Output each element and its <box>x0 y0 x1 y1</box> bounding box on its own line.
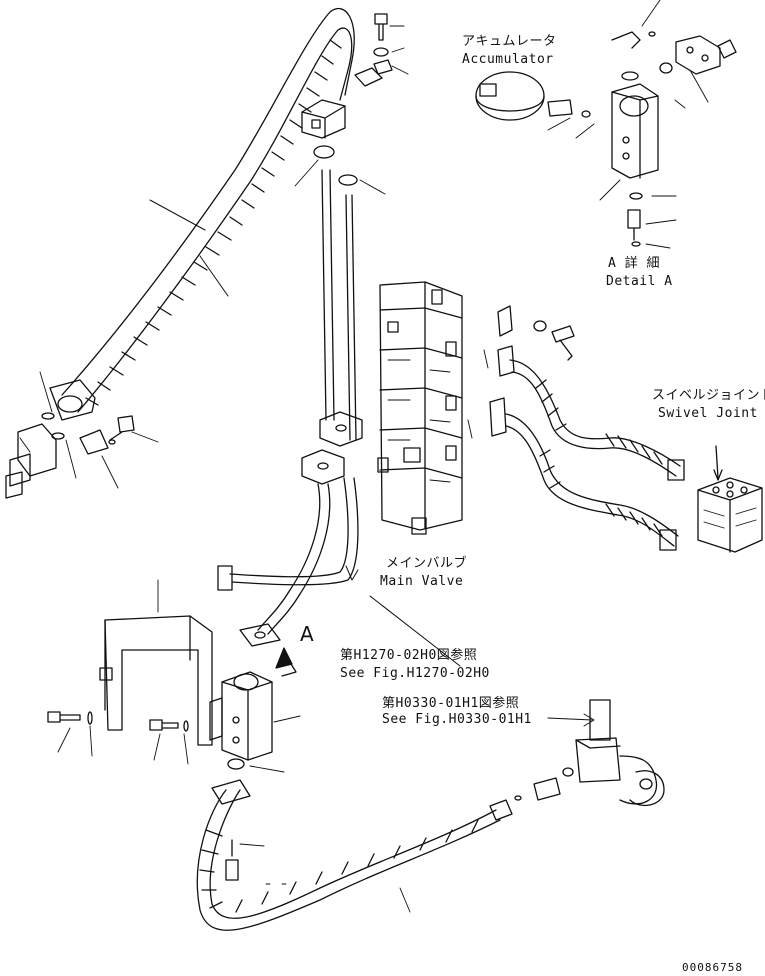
hose-lower <box>196 779 522 931</box>
bracket-left-lower <box>99 579 213 746</box>
swivel-joint-label-en: Swivel Joint <box>658 406 758 421</box>
hose-clamp-top <box>301 67 383 139</box>
reference-1-label-en: See Fig.H1270-02H0 <box>340 666 490 681</box>
detail-a-label-jp: A 詳 細 <box>608 256 660 271</box>
fittings-left-upper <box>5 371 159 499</box>
flange-and-pipe <box>217 411 363 647</box>
valve-fittings-right <box>467 305 575 439</box>
hoses-to-swivel <box>505 359 685 551</box>
view-marker-a: A <box>300 622 314 646</box>
main-valve-label-jp: メインバルブ <box>386 556 468 571</box>
document-number: 00086758 <box>682 961 743 974</box>
accumulator-label-en: Accumulator <box>462 52 554 67</box>
main-valve <box>377 281 463 535</box>
reference-2-label-jp: 第H0330-01H1図参照 <box>382 696 520 711</box>
reference-2-label-en: See Fig.H0330-01H1 <box>382 712 532 727</box>
accumulator-label-jp: アキュムレータ <box>462 34 557 49</box>
pilot-valve-lower <box>209 647 301 773</box>
elbow-fitting-lower-right <box>533 699 665 807</box>
swivel-joint-label-jp: スイベルジョイント <box>652 388 765 403</box>
reference-1-label-jp: 第H1270-02H0図参照 <box>340 648 478 663</box>
hose-upper-left <box>61 7 355 413</box>
bolt-group-top <box>373 13 409 75</box>
swivel-joint <box>697 445 763 553</box>
hose-end-fitting-left <box>49 379 96 421</box>
main-valve-label-en: Main Valve <box>380 574 464 589</box>
leader-lines <box>149 199 595 727</box>
pipe-pair-vertical <box>294 145 386 441</box>
bolts-left-lower <box>47 711 189 765</box>
detail-a-label-en: Detail A <box>606 274 673 289</box>
detail-a-assembly <box>475 0 737 249</box>
